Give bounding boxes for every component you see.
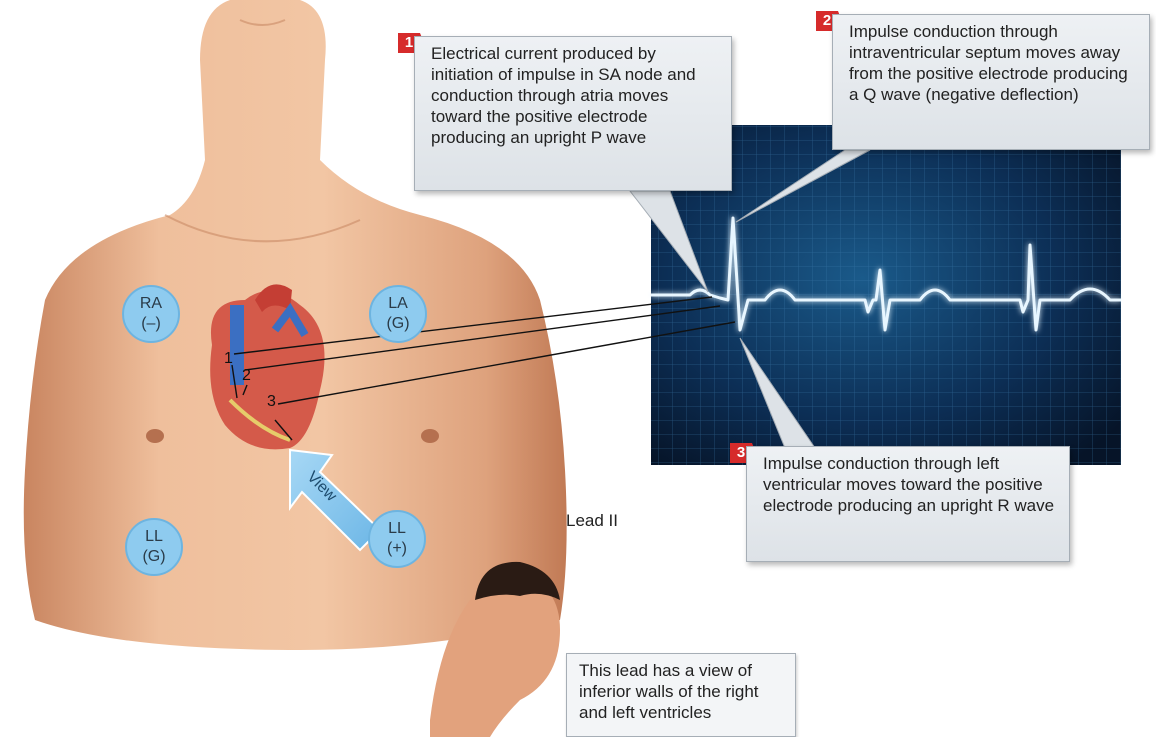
electrode-ra-polarity: (–) xyxy=(141,314,161,334)
heart-number-2: 2 xyxy=(242,367,251,385)
callout-step-2-text: Impulse conduction through intraventricu… xyxy=(849,22,1128,104)
heart-number-1: 1 xyxy=(224,350,233,368)
view-note: This lead has a view of inferior walls o… xyxy=(566,653,796,737)
electrode-ll-left-polarity: (G) xyxy=(142,547,165,567)
callout-step-1: Electrical current produced by initiatio… xyxy=(414,36,732,191)
electrode-la-polarity: (G) xyxy=(386,314,409,334)
heart-number-3: 3 xyxy=(267,393,276,411)
electrode-ll-left: LL (G) xyxy=(125,518,183,576)
electrode-ll-right-name: LL xyxy=(388,519,406,539)
electrode-ll-right-polarity: (+) xyxy=(387,539,407,559)
callout-step-2: Impulse conduction through intraventricu… xyxy=(832,14,1150,150)
callout-step-1-text: Electrical current produced by initiatio… xyxy=(431,44,696,147)
electrode-la: LA (G) xyxy=(369,285,427,343)
electrode-ra: RA (–) xyxy=(122,285,180,343)
callout-step-3: Impulse conduction through left ventricu… xyxy=(746,446,1070,562)
view-note-text: This lead has a view of inferior walls o… xyxy=(579,661,759,722)
lead-label: Lead II xyxy=(566,511,618,531)
electrode-ll-left-name: LL xyxy=(145,527,163,547)
electrode-ll-right: LL (+) xyxy=(368,510,426,568)
callout-step-3-text: Impulse conduction through left ventricu… xyxy=(763,454,1054,515)
electrode-ra-name: RA xyxy=(140,294,162,314)
electrode-la-name: LA xyxy=(388,294,408,314)
